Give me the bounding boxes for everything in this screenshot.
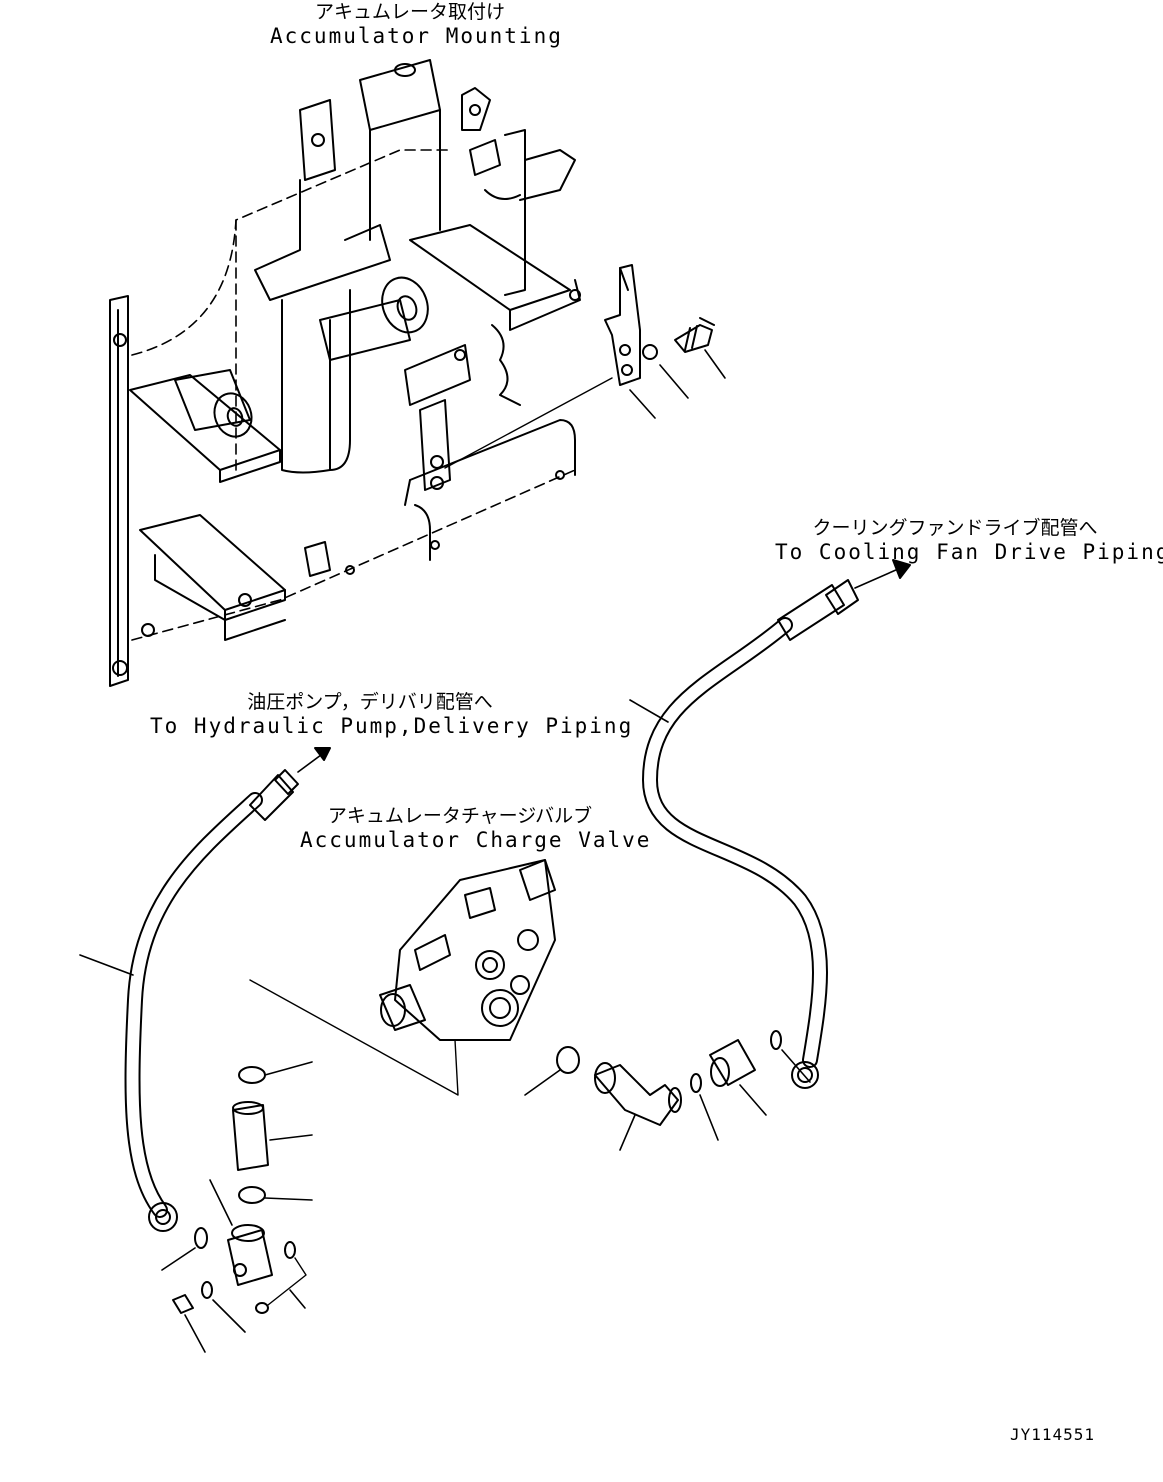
label-charge-valve-en: Accumulator Charge Valve	[300, 827, 652, 852]
label-accumulator-mounting-jp: アキュムレータ取付け	[314, 1, 505, 23]
accumulator-charge-valve	[249, 859, 556, 1096]
label-charge-valve-jp: アキュムレータチャージバルブ	[327, 805, 593, 827]
label-accumulator-mounting-en: Accumulator Mounting	[270, 23, 563, 48]
label-hydraulic-pump-jp: 油圧ポンプ，デリバリ配管へ	[247, 691, 493, 713]
hydraulic-hose	[79, 747, 331, 1232]
bracket	[604, 264, 641, 386]
washer	[642, 344, 658, 360]
cooling-fan-hose	[629, 559, 911, 1089]
label-accumulator-mounting: アキュムレータ取付け Accumulator Mounting	[270, 1, 563, 48]
label-charge-valve: アキュムレータチャージバルブ Accumulator Charge Valve	[300, 805, 652, 852]
label-cooling-fan-jp: クーリングファンドライブ配管へ	[812, 517, 1098, 539]
label-cooling-fan: クーリングファンドライブ配管へ To Cooling Fan Drive Pip…	[775, 517, 1163, 564]
elbow	[594, 1064, 679, 1126]
label-cooling-fan-en: To Cooling Fan Drive Piping	[775, 539, 1163, 564]
fittings-right	[524, 1030, 811, 1151]
bracket-assembly	[444, 264, 726, 469]
label-hydraulic-pump-en: To Hydraulic Pump,Delivery Piping	[150, 713, 634, 738]
adapter	[232, 1104, 269, 1171]
label-hydraulic-pump: 油圧ポンプ，デリバリ配管へ To Hydraulic Pump,Delivery…	[150, 691, 634, 738]
accumulator-mounting-frame	[109, 59, 581, 687]
drawing-id: JY114551	[1009, 1425, 1095, 1444]
fittings-left	[161, 1061, 313, 1353]
union	[709, 1039, 756, 1086]
o-ring-2	[238, 1186, 266, 1204]
o-ring	[238, 1066, 266, 1084]
plug	[172, 1294, 194, 1314]
